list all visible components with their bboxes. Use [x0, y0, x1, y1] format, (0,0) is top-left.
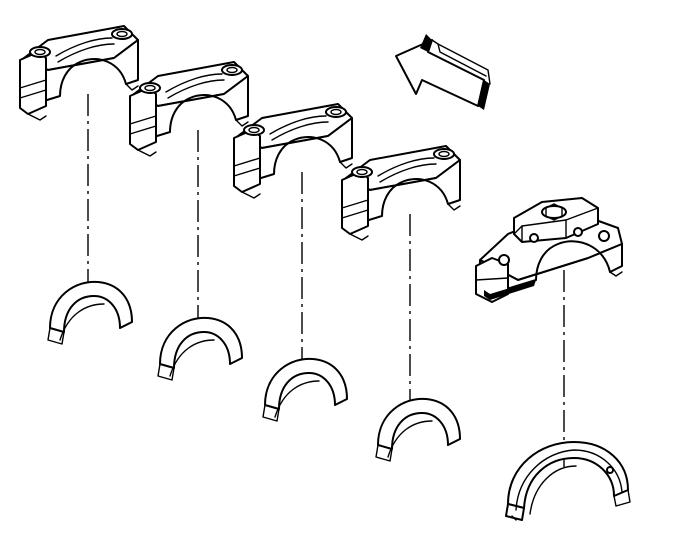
bearing-shell-4 [375, 397, 461, 462]
bearing-cap-5 [475, 197, 623, 303]
bearing-cap-2 [129, 61, 249, 157]
bearing-cap-1 [19, 25, 139, 121]
bearing-shell-3 [262, 357, 348, 422]
bearing-shell-5 [505, 441, 631, 521]
bearing-cap-3 [233, 103, 353, 199]
bearing-shell-1 [47, 280, 133, 345]
bearing-cap-4 [341, 145, 461, 241]
bearing-shell-2 [157, 316, 243, 381]
front-arrow-icon [395, 34, 491, 110]
